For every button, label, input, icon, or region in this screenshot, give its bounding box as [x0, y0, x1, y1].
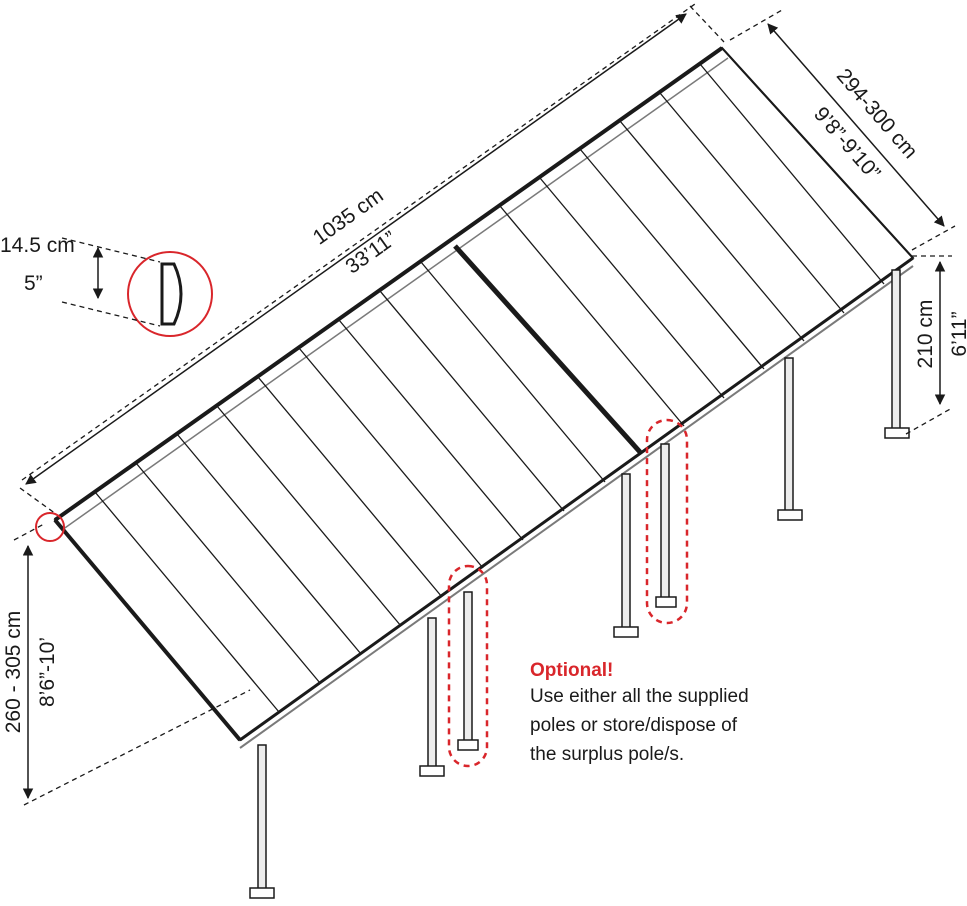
profile-in-label: 5”: [24, 272, 43, 295]
post-4: [777, 357, 803, 521]
optional-note-line-3: the surplus pole/s.: [530, 744, 685, 765]
front-beam: [239, 256, 914, 742]
post-2: [419, 617, 445, 777]
high-height-cm-label: 260 - 305 cm: [2, 611, 25, 734]
optional-note-line-2: poles or store/dispose of: [530, 715, 738, 736]
profile-cm-label: 14.5 cm: [0, 234, 75, 257]
optional-post-highlight-1: [447, 564, 489, 768]
post-3: [613, 473, 639, 638]
optional-note: Optional! Use either all the supplied po…: [530, 660, 790, 769]
optional-note-title: Optional!: [530, 660, 614, 681]
post-optional-1: [457, 591, 479, 751]
low-height-dimension: 210 cm 6’11”: [905, 255, 967, 435]
side-gutter-left: [53, 518, 242, 742]
post-5: [884, 269, 910, 439]
posts: [249, 269, 910, 899]
low-height-in-label: 6’11”: [948, 311, 967, 356]
length-in-label: 33’11”: [341, 227, 401, 279]
high-height-dimension: 260 - 305 cm 8’6”-10’: [2, 523, 251, 806]
corner-detail-marker: [35, 512, 65, 542]
optional-note-line-1: Use either all the supplied: [530, 686, 749, 707]
high-height-in-label: 8’6”-10’: [36, 637, 59, 707]
gutter-profile-icon: [160, 262, 183, 326]
post-1: [249, 744, 275, 899]
post-optional-2: [655, 443, 677, 608]
low-height-cm-label: 210 cm: [914, 300, 937, 369]
front-beam-lower: [239, 265, 914, 749]
